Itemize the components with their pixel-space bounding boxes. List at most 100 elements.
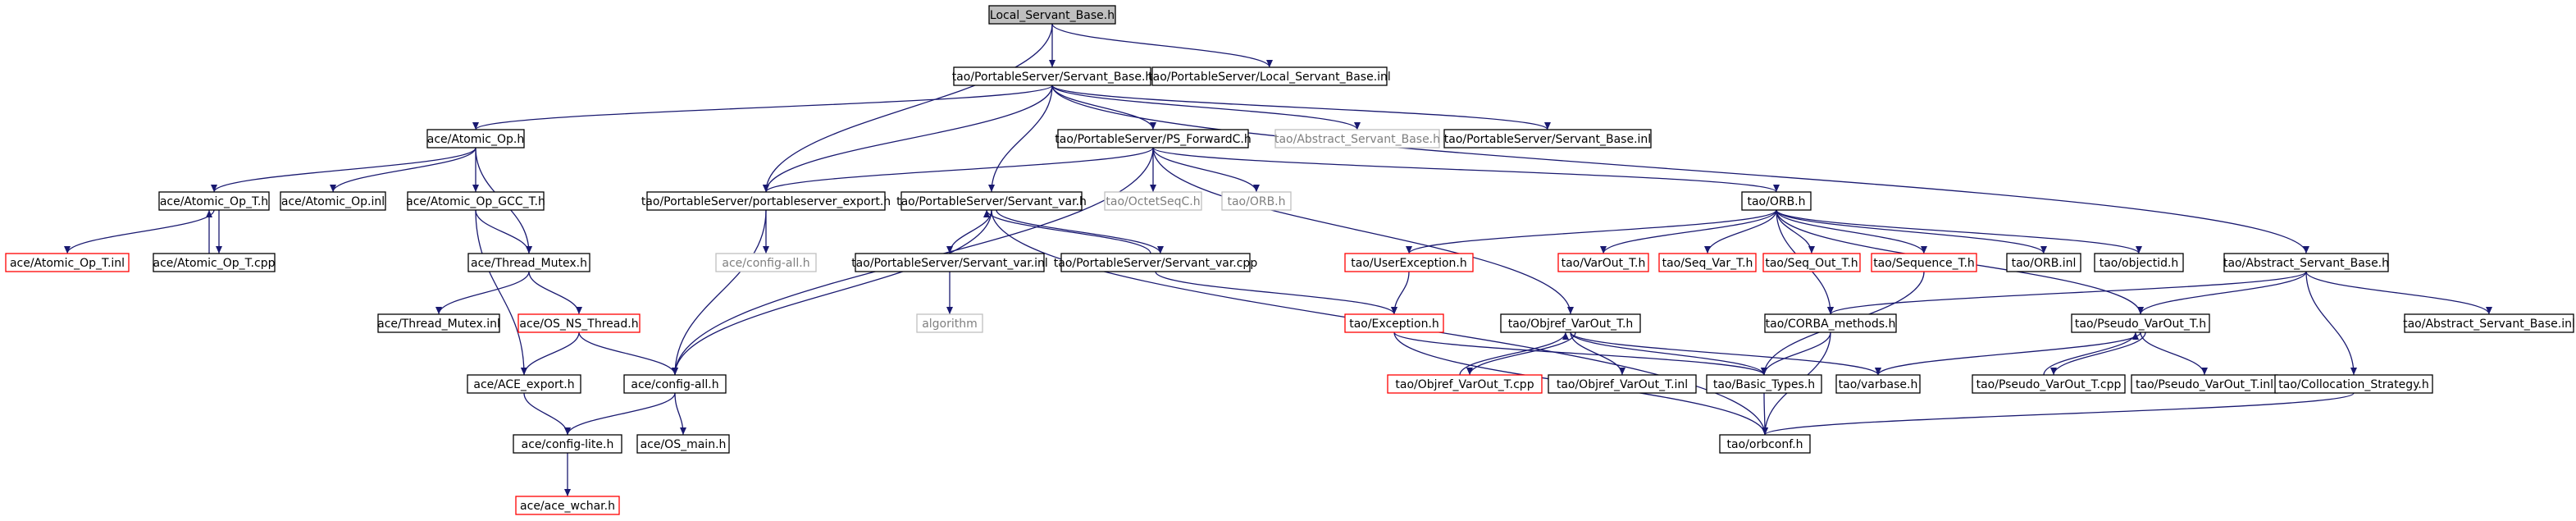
edge-objref-varout-t-h-to-basic-types-h — [1570, 331, 1767, 376]
node-box — [1972, 374, 2126, 394]
node-box — [1658, 253, 1757, 272]
node-box — [1443, 129, 1652, 149]
node-orb-h-ext: tao/ORB.h — [1221, 191, 1292, 211]
node-collocation-strategy-h[interactable]: tao/Collocation_Strategy.h — [2274, 374, 2433, 394]
node-box — [2006, 253, 2081, 272]
edge-user-exception-h-to-exception-h — [1391, 271, 1410, 315]
edge-line — [2043, 331, 2139, 376]
node-box — [1057, 129, 1249, 149]
node-ps-forwardc-h[interactable]: tao/PortableServer/PS_ForwardC.h — [1055, 129, 1252, 149]
node-atomic-op-gcc-t-h[interactable]: ace/Atomic_Op_GCC_T.h — [406, 191, 545, 211]
node-algorithm: algorithm — [916, 313, 983, 333]
node-corba-methods-h[interactable]: tao/CORBA_methods.h — [1764, 313, 1897, 333]
node-ace-wchar-h[interactable]: ace/ace_wchar.h — [515, 496, 620, 515]
node-box — [636, 434, 730, 454]
node-servant-var-cpp[interactable]: tao/PortableServer/Servant_var.cpp — [1054, 253, 1258, 272]
node-seq-out-t-h[interactable]: tao/Seq_Out_T.h — [1762, 253, 1861, 272]
node-label: ace/Thread_Mutex.inl — [377, 318, 500, 331]
node-pseudo-varout-t-h[interactable]: tao/Pseudo_VarOut_T.h — [2071, 313, 2210, 333]
node-sequence-t-h[interactable]: tao/Sequence_T.h — [1871, 253, 1977, 272]
node-abstract-servant-base-h[interactable]: tao/Abstract_Servant_Base.h — [2223, 253, 2389, 272]
node-box — [1060, 253, 1251, 272]
edge-servant-base-h-to-atomic-op-h — [472, 85, 1053, 130]
edge-line — [946, 209, 992, 254]
node-label: tao/ORB.inl — [2012, 257, 2077, 270]
node-box — [1151, 66, 1388, 86]
node-orbconf-h[interactable]: tao/orbconf.h — [1719, 434, 1811, 454]
node-orb-h[interactable]: tao/ORB.h — [1741, 191, 1812, 211]
node-thread-mutex-inl[interactable]: ace/Thread_Mutex.inl — [377, 313, 500, 333]
node-varout-t-h[interactable]: tao/VarOut_T.h — [1557, 253, 1649, 272]
node-ace-export-h[interactable]: ace/ACE_export.h — [467, 374, 581, 394]
node-box — [1548, 374, 1697, 394]
node-exception-h[interactable]: tao/Exception.h — [1344, 313, 1444, 333]
node-box — [916, 313, 983, 333]
node-box — [1500, 313, 1641, 333]
edge-line — [1570, 331, 1767, 376]
node-label: tao/Objref_VarOut_T.h — [1508, 318, 1634, 331]
node-box — [1719, 434, 1811, 454]
node-box — [1221, 191, 1292, 211]
node-box — [1706, 374, 1822, 394]
node-servant-base-h[interactable]: tao/PortableServer/Servant_Base.h — [952, 66, 1153, 86]
node-atomic-op-t-inl[interactable]: ace/Atomic_Op_T.inl — [5, 253, 130, 272]
node-atomic-op-t-cpp[interactable]: ace/Atomic_Op_T.cpp — [153, 253, 276, 272]
edge-servant-base-h-to-servant-base-inl — [1051, 85, 1551, 130]
node-local-servant-inl[interactable]: tao/PortableServer/Local_Servant_Base.in… — [1148, 66, 1391, 86]
node-atomic-op-t-h[interactable]: ace/Atomic_Op_T.h — [158, 191, 270, 211]
edge-line — [988, 85, 1053, 193]
node-varbase-h[interactable]: tao/varbase.h — [1835, 374, 1921, 394]
node-config-all-h[interactable]: ace/config-all.h — [623, 374, 727, 394]
edge-objref-varout-t-h-to-objref-varout-t-cpp — [1466, 331, 1576, 376]
node-objref-varout-t-inl[interactable]: tao/Objref_VarOut_T.inl — [1548, 374, 1697, 394]
node-box — [855, 253, 1045, 272]
node-objref-varout-t-h[interactable]: tao/Objref_VarOut_T.h — [1500, 313, 1641, 333]
edge-line — [64, 209, 215, 254]
node-box — [5, 253, 130, 272]
node-box — [953, 66, 1151, 86]
node-pseudo-varout-t-inl[interactable]: tao/Pseudo_VarOut_T.inl — [2131, 374, 2278, 394]
edge-line — [674, 392, 686, 436]
node-label: tao/ORB.h — [1747, 195, 1805, 208]
edge-line — [1051, 85, 1551, 130]
edge-line — [1600, 209, 1777, 254]
node-label: ace/Atomic_Op.h — [427, 133, 524, 146]
node-abstract-servant-base-inl[interactable]: tao/Abstract_Servant_Base.inl — [2403, 313, 2575, 333]
edge-line — [475, 209, 527, 376]
node-label: ace/ace_wchar.h — [520, 500, 615, 513]
node-seq-var-t-h[interactable]: tao/Seq_Var_T.h — [1658, 253, 1757, 272]
edge-servant-base-h-to-abstract-servant-base-h — [1051, 85, 2309, 254]
edge-line — [1761, 331, 1831, 376]
node-servant-base-inl[interactable]: tao/PortableServer/Servant_Base.inl — [1443, 129, 1652, 149]
node-box — [1557, 253, 1649, 272]
node-atomic-op-h[interactable]: ace/Atomic_Op.h — [426, 129, 525, 149]
edge-orb-h-to-user-exception-h — [1406, 209, 1777, 254]
edge-line — [330, 147, 476, 193]
edge-servant-base-h-to-servant-var-h — [988, 85, 1053, 193]
node-label: tao/Objref_VarOut_T.cpp — [1395, 378, 1534, 391]
node-basic-types-h[interactable]: tao/Basic_Types.h — [1706, 374, 1822, 394]
node-os-ns-thread-h[interactable]: ace/OS_NS_Thread.h — [517, 313, 641, 333]
node-box — [153, 253, 276, 272]
node-orb-inl[interactable]: tao/ORB.inl — [2006, 253, 2081, 272]
edge-exception-h-to-basic-types-h — [1393, 331, 1767, 376]
node-servant-var-inl[interactable]: tao/PortableServer/Servant_var.inl — [851, 253, 1048, 272]
node-objectid-h[interactable]: tao/objectid.h — [2094, 253, 2184, 272]
node-thread-mutex-h[interactable]: ace/Thread_Mutex.h — [467, 253, 590, 272]
node-user-exception-h[interactable]: tao/UserException.h — [1344, 253, 1474, 272]
edge-line — [1827, 271, 2307, 315]
node-label: ace/OS_NS_Thread.h — [519, 318, 638, 331]
edge-abstract-servant-base-h-to-abstract-servant-base-inl — [2305, 271, 2492, 315]
node-atomic-op-inl[interactable]: ace/Atomic_Op.inl — [280, 191, 386, 211]
edge-collocation-strategy-h-to-orbconf-h — [1762, 392, 2355, 436]
node-box — [1741, 191, 1812, 211]
node-config-lite-h[interactable]: ace/config-lite.h — [513, 434, 622, 454]
node-servant-var-h[interactable]: tao/PortableServer/Servant_var.h — [896, 191, 1087, 211]
node-os-main-h[interactable]: ace/OS_main.h — [636, 434, 730, 454]
node-objref-varout-t-cpp[interactable]: tao/Objref_VarOut_T.cpp — [1387, 374, 1543, 394]
node-ps-export-h[interactable]: tao/PortableServer/portableserver_export… — [641, 191, 891, 211]
node-pseudo-varout-t-cpp[interactable]: tao/Pseudo_VarOut_T.cpp — [1972, 374, 2126, 394]
edge-line — [578, 331, 678, 376]
edge-line — [763, 23, 1053, 193]
